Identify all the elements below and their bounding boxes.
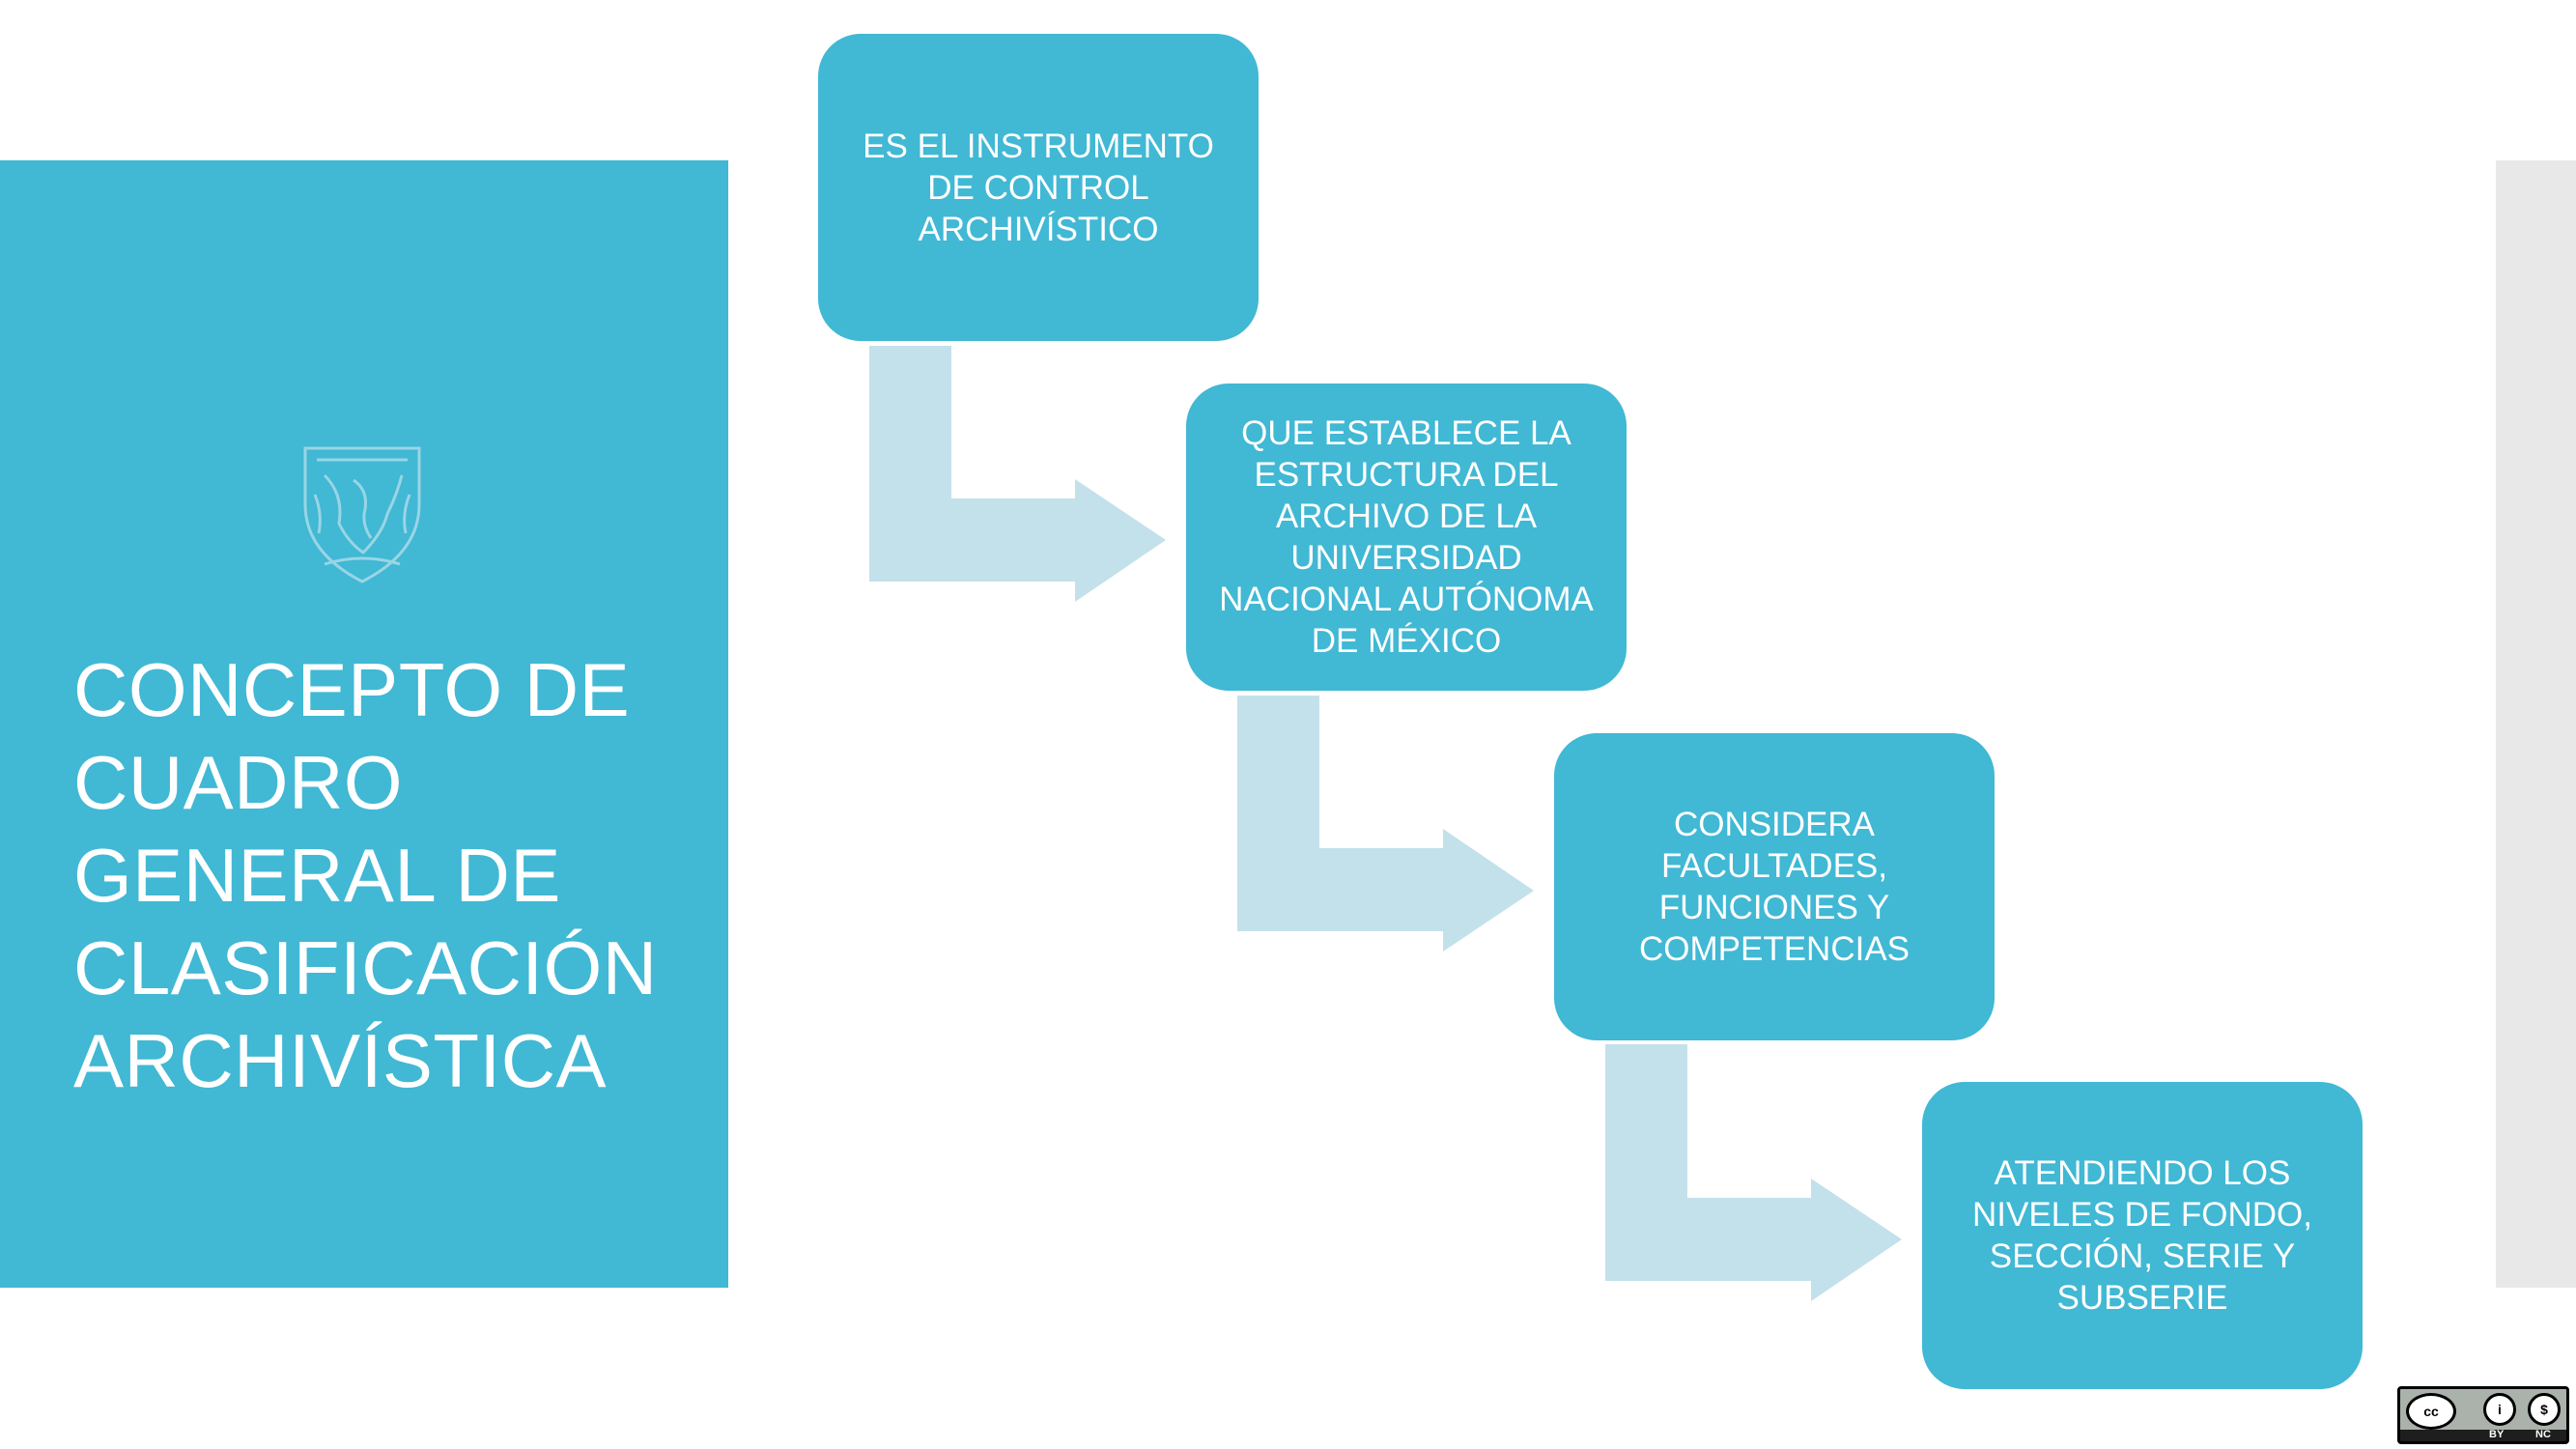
license-label-nc: NC [2535, 1429, 2551, 1440]
bent-arrow-3 [1605, 1044, 1902, 1301]
process-step-text: ATENDIENDO LOS NIVELES DE FONDO, SECCIÓN… [1971, 1154, 2313, 1317]
slide-title-line: CUADRO [73, 740, 404, 825]
slide-title-line: ARCHIVÍSTICA [73, 1018, 608, 1103]
process-step-text: ES EL INSTRUMENTO DE CONTROL ARCHIVÍSTIC… [863, 127, 1214, 248]
slide-title-line: CLASIFICACIÓN [73, 925, 658, 1010]
bent-arrow-1 [869, 346, 1166, 602]
noncommercial-icon: $ [2528, 1393, 2561, 1426]
slide-title-line: CONCEPTO DE [73, 647, 631, 732]
slide-title-line: GENERAL DE [73, 833, 561, 918]
unam-seal-icon [303, 446, 421, 583]
bent-arrow-2 [1237, 696, 1534, 952]
title-panel: CONCEPTO DE CUADRO GENERAL DE CLASIFICAC… [0, 160, 728, 1288]
license-label-by: BY [2489, 1429, 2505, 1440]
side-strip [2496, 160, 2576, 1288]
process-step-2: QUE ESTABLECE LA ESTRUCTURA DEL ARCHIVO … [1186, 384, 1627, 691]
creative-commons-by-nc-icon[interactable]: cc i $ BY NC [2397, 1386, 2569, 1444]
process-step-3: CONSIDERA FACULTADES, FUNCIONES Y COMPET… [1554, 733, 1995, 1040]
process-step-1: ES EL INSTRUMENTO DE CONTROL ARCHIVÍSTIC… [818, 34, 1259, 341]
process-step-text: CONSIDERA FACULTADES, FUNCIONES Y COMPET… [1638, 806, 1911, 968]
cc-icon: cc [2406, 1393, 2456, 1430]
slide-title: CONCEPTO DE CUADRO GENERAL DE CLASIFICAC… [73, 643, 711, 1107]
process-step-4: ATENDIENDO LOS NIVELES DE FONDO, SECCIÓN… [1922, 1082, 2363, 1389]
attribution-icon: i [2483, 1393, 2516, 1426]
process-step-text: QUE ESTABLECE LA ESTRUCTURA DEL ARCHIVO … [1219, 414, 1594, 660]
